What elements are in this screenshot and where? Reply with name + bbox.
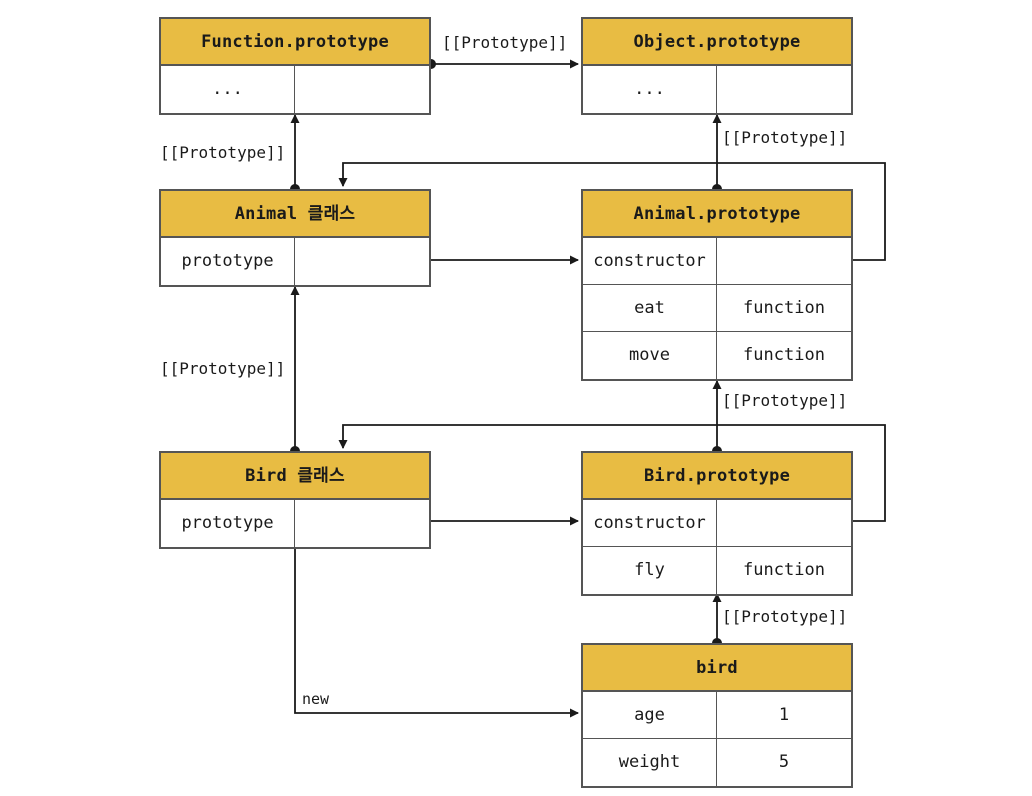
wire-new-to-birdinstance	[294, 543, 579, 718]
box-function-prototype: Function.prototype ...	[159, 17, 431, 115]
box-title-object-prototype: Object.prototype	[583, 19, 851, 66]
edge-label-birdclass-to-animalclass: [[Prototype]]	[160, 359, 286, 378]
cell-value	[717, 66, 851, 113]
table-row: fly function	[583, 547, 851, 594]
edge-label-animalproto-to-object: [[Prototype]]	[722, 128, 848, 147]
cell-value: function	[743, 560, 825, 580]
table-row: constructor	[583, 500, 851, 547]
cell-key: fly	[583, 547, 717, 594]
cell-value: function	[743, 298, 825, 318]
cell-value	[295, 238, 429, 285]
cell-key: ...	[161, 66, 295, 113]
edge-label-birdproto-to-animalproto: [[Prototype]]	[722, 391, 848, 410]
box-bird-instance: bird age 1 weight 5	[581, 643, 853, 788]
cell-key: prototype	[161, 500, 295, 547]
box-object-prototype: Object.prototype ...	[581, 17, 853, 115]
table-row: eat function	[583, 285, 851, 332]
table-row: weight 5	[583, 739, 851, 786]
edge-label-function-to-object: [[Prototype]]	[442, 33, 568, 52]
table-row: constructor	[583, 238, 851, 285]
table-row: ...	[583, 66, 851, 113]
edge-label-birdinstance-to-birdproto: [[Prototype]]	[722, 607, 848, 626]
cell-key: move	[583, 332, 717, 379]
cell-value: 5	[778, 752, 790, 772]
table-row: prototype	[161, 500, 429, 547]
table-row: prototype	[161, 238, 429, 285]
cell-value	[717, 238, 851, 284]
cell-value	[295, 500, 429, 547]
box-title-bird-class: Bird 클래스	[161, 453, 429, 500]
cell-key: age	[583, 692, 717, 738]
box-animal-class: Animal 클래스 prototype	[159, 189, 431, 287]
box-title-bird-instance: bird	[583, 645, 851, 692]
table-row: move function	[583, 332, 851, 379]
table-row: age 1	[583, 692, 851, 739]
cell-value: 1	[778, 705, 790, 725]
cell-value	[295, 66, 429, 113]
box-animal-prototype: Animal.prototype constructor eat functio…	[581, 189, 853, 381]
box-title-function-prototype: Function.prototype	[161, 19, 429, 66]
cell-key: weight	[583, 739, 717, 786]
table-row: ...	[161, 66, 429, 113]
box-title-animal-prototype: Animal.prototype	[583, 191, 851, 238]
edge-label-new: new	[302, 690, 330, 708]
cell-key: constructor	[583, 500, 717, 546]
edge-label-animalclass-to-function: [[Prototype]]	[160, 143, 286, 162]
box-bird-prototype: Bird.prototype constructor fly function	[581, 451, 853, 596]
box-bird-class: Bird 클래스 prototype	[159, 451, 431, 549]
box-title-bird-prototype: Bird.prototype	[583, 453, 851, 500]
box-title-animal-class: Animal 클래스	[161, 191, 429, 238]
cell-value	[717, 500, 851, 546]
cell-key: eat	[583, 285, 717, 331]
cell-key: ...	[583, 66, 717, 113]
cell-key: constructor	[583, 238, 717, 284]
cell-value: function	[743, 345, 825, 365]
cell-key: prototype	[161, 238, 295, 285]
